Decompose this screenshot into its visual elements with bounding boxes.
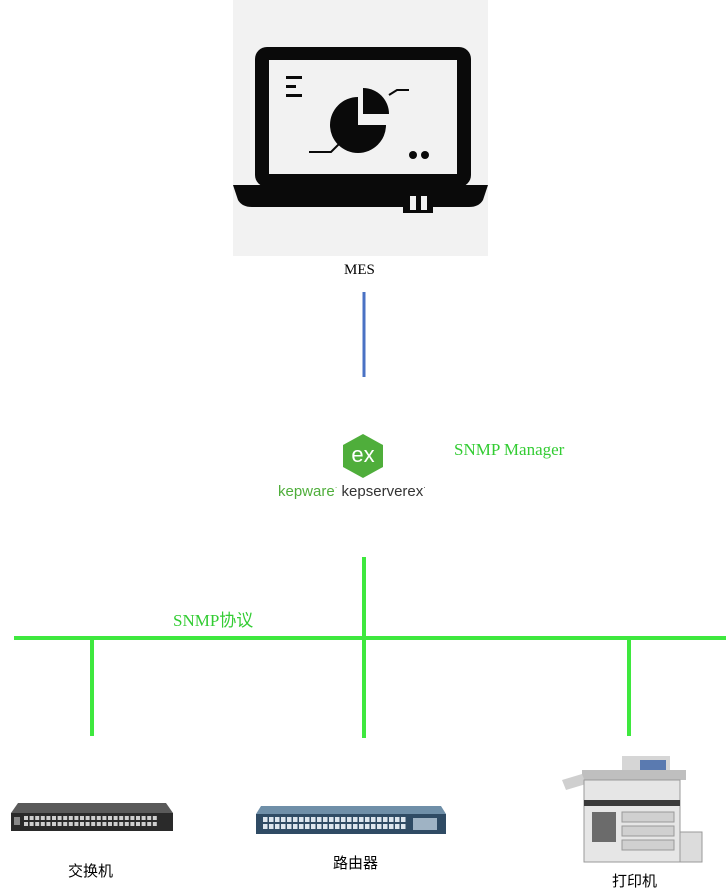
printer-icon	[562, 756, 703, 863]
kepware-logo: ex	[340, 433, 386, 479]
device-label-router: 路由器	[333, 856, 379, 872]
kepware-logo-text: ex	[351, 442, 375, 467]
kepware-wordmark: kepware· kepserverex·	[278, 483, 426, 500]
kepware-brand: kepware	[278, 483, 335, 500]
mes-panel	[233, 0, 488, 256]
kepware-hexagon-icon	[343, 434, 383, 478]
device-label-printer: 打印机	[612, 874, 658, 890]
device-label-switch: 交换机	[68, 864, 114, 880]
mes-label: MES	[344, 262, 375, 278]
router-icon	[256, 806, 446, 834]
snmp-manager-label: SNMP Manager	[454, 440, 565, 459]
switch-icon	[11, 803, 173, 831]
kepserverex-product: kepserverex	[341, 483, 424, 500]
snmp-protocol-label: SNMP协议	[173, 611, 254, 630]
laptop-dashboard-icon	[233, 47, 488, 213]
